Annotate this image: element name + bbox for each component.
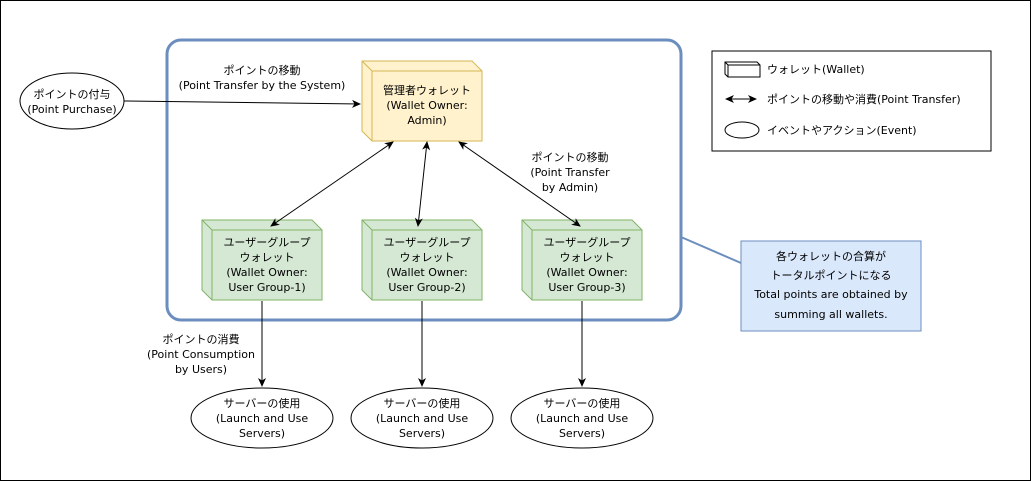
consumption-jp: ポイントの消費 bbox=[162, 333, 240, 346]
admin-transfer-jp: ポイントの移動 bbox=[531, 151, 609, 164]
group3-wallet-owner-name: User Group-3) bbox=[548, 281, 626, 294]
edge-admin-group2 bbox=[414, 141, 431, 227]
server2-event bbox=[350, 387, 494, 449]
server2-jp: サーバーの使用 bbox=[383, 397, 461, 410]
group2-wallet-owner: (Wallet Owner: bbox=[386, 266, 468, 279]
admin-wallet-owner-name: Admin) bbox=[407, 114, 447, 127]
total-points-note-box bbox=[740, 240, 922, 332]
server1-en-1: (Launch and Use bbox=[215, 412, 309, 425]
note-en-line1: Total points are obtained by bbox=[754, 288, 908, 301]
group3-wallet-title: ユーザーグループ bbox=[543, 236, 631, 249]
group1-wallet-label: ユーザーグループ ウォレット (Wallet Owner: User Group… bbox=[223, 235, 310, 295]
legend-transfer-label: ポイントの移動や消費(Point Transfer) bbox=[767, 93, 961, 106]
server1-label: サーバーの使用 (Launch and Use Servers) bbox=[216, 396, 308, 441]
point-purchase-jp: ポイントの付与 bbox=[33, 88, 111, 101]
edge-admin-group3 bbox=[458, 141, 581, 227]
server2-en-1: (Launch and Use bbox=[375, 412, 469, 425]
event-ellipse-icon bbox=[724, 121, 760, 139]
note-jp-line2: トータルポイントになる bbox=[770, 269, 892, 282]
point-purchase-label: ポイントの付与 (Point Purchase) bbox=[27, 87, 116, 117]
server2-en-2: Servers) bbox=[398, 427, 446, 440]
group2-wallet-subtitle: ウォレット bbox=[399, 251, 455, 264]
consumption-en-1: (Point Consumption bbox=[147, 348, 255, 361]
system-transfer-jp: ポイントの移動 bbox=[223, 64, 301, 77]
server1-event bbox=[190, 387, 334, 449]
group1-wallet-owner-name: User Group-1) bbox=[228, 281, 306, 294]
admin-transfer-en-2: by Admin) bbox=[541, 181, 599, 194]
consumption-en-2: by Users) bbox=[174, 363, 228, 376]
group2-wallet-owner-name: User Group-2) bbox=[388, 281, 466, 294]
admin-transfer-en-1: (Point Transfer bbox=[530, 166, 610, 179]
server1-en-2: Servers) bbox=[238, 427, 286, 440]
admin-wallet-node bbox=[361, 60, 483, 142]
group1-wallet-subtitle: ウォレット bbox=[239, 251, 295, 264]
group2-wallet-label: ユーザーグループ ウォレット (Wallet Owner: User Group… bbox=[383, 235, 470, 295]
group3-wallet-owner: (Wallet Owner: bbox=[546, 266, 628, 279]
note-jp-line1: 各ウォレットの合算が bbox=[776, 250, 886, 263]
server2-label: サーバーの使用 (Launch and Use Servers) bbox=[376, 396, 468, 441]
server1-jp: サーバーの使用 bbox=[223, 397, 301, 410]
group1-wallet-title: ユーザーグループ bbox=[223, 236, 311, 249]
group2-wallet-title: ユーザーグループ bbox=[383, 236, 471, 249]
server3-en-2: Servers) bbox=[558, 427, 606, 440]
edge-admin-group1 bbox=[270, 141, 394, 227]
wallet-cube-icon bbox=[724, 61, 761, 78]
server3-event bbox=[510, 387, 654, 449]
server3-en-1: (Launch and Use bbox=[535, 412, 629, 425]
point-purchase-en: (Point Purchase) bbox=[27, 103, 117, 116]
system-transfer-en: (Point Transfer by the System) bbox=[178, 79, 346, 92]
system-transfer-label: ポイントの移動 (Point Transfer by the System) bbox=[179, 63, 346, 93]
server3-label: サーバーの使用 (Launch and Use Servers) bbox=[536, 396, 628, 441]
legend-box bbox=[711, 50, 992, 152]
edge-purchase-to-admin bbox=[123, 99, 361, 108]
group1-wallet-owner: (Wallet Owner: bbox=[226, 266, 308, 279]
group3-wallet-subtitle: ウォレット bbox=[559, 251, 615, 264]
total-points-note: 各ウォレットの合算が トータルポイントになる Total points are … bbox=[741, 241, 921, 325]
admin-wallet-owner: (Wallet Owner: bbox=[386, 99, 468, 112]
wallets-container bbox=[165, 38, 683, 322]
group3-wallet-label: ユーザーグループ ウォレット (Wallet Owner: User Group… bbox=[543, 235, 630, 295]
admin-transfer-label: ポイントの移動 (Point Transfer by Admin) bbox=[530, 150, 609, 195]
legend-wallet-label: ウォレット(Wallet) bbox=[767, 63, 865, 76]
server3-jp: サーバーの使用 bbox=[543, 397, 621, 410]
group3-wallet-node bbox=[521, 219, 643, 301]
note-en-line2: summing all wallets. bbox=[774, 308, 888, 321]
consumption-label: ポイントの消費 (Point Consumption by Users) bbox=[147, 332, 255, 377]
admin-wallet-title: 管理者ウォレット bbox=[383, 84, 471, 97]
admin-wallet-label: 管理者ウォレット (Wallet Owner: Admin) bbox=[383, 83, 471, 128]
note-connector bbox=[680, 236, 742, 264]
legend-event-label: イベントやアクション(Event) bbox=[767, 124, 917, 137]
